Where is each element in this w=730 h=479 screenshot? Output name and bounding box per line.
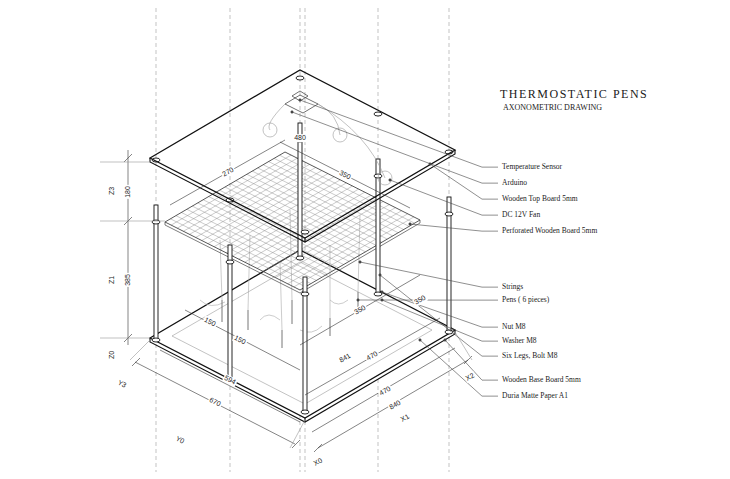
- nut: [301, 292, 309, 296]
- callout-label: Duria Matte Paper A1: [502, 392, 568, 400]
- leader-line: [420, 340, 498, 396]
- nut: [445, 212, 453, 216]
- nut: [296, 76, 304, 80]
- callout-label: Temperature Sensor: [502, 163, 562, 171]
- perforation-line: [257, 198, 377, 268]
- leader-dot: [291, 111, 293, 113]
- leader-line: [382, 292, 498, 327]
- leader-dot: [429, 163, 431, 165]
- leader-dot: [381, 299, 383, 301]
- perforation-line: [263, 201, 383, 271]
- leader-dot: [444, 339, 446, 341]
- callout-label: Strings: [502, 283, 523, 291]
- leader-line: [382, 300, 498, 341]
- washer: [152, 338, 160, 342]
- dimension-label: 385: [124, 273, 132, 287]
- dimension-label: X1: [399, 412, 412, 424]
- dimension-label: Y3: [116, 378, 129, 390]
- dimension-label: 270: [220, 165, 236, 179]
- leader-line: [390, 180, 498, 215]
- dimension-label: 480: [293, 134, 307, 142]
- washer: [296, 256, 304, 260]
- dimension-label: 180: [124, 185, 132, 199]
- callout-label: DC 12V Fan: [502, 211, 540, 219]
- dimension-label: 350: [412, 293, 428, 307]
- bolt-leg: [298, 123, 302, 258]
- leader-line: [430, 164, 498, 199]
- bolt-leg: [154, 205, 158, 340]
- title: THERMOSTATIC PENS: [500, 88, 648, 101]
- nut: [226, 260, 234, 264]
- callout-label: Wooden Base Board 5mm: [502, 376, 581, 384]
- leader-dot: [359, 261, 361, 263]
- bolt-leg: [447, 197, 451, 332]
- perforation-line: [288, 214, 408, 284]
- dimension-label: 670: [207, 395, 223, 408]
- callout-label: Washer M8: [502, 337, 537, 345]
- perforation-line: [245, 192, 365, 262]
- axis-line: [230, 8, 231, 472]
- leader-dot: [389, 179, 391, 181]
- callout-label: Pens ( 6 pieces): [502, 296, 549, 304]
- dimension-label: Z1: [108, 275, 116, 285]
- bolt-leg: [228, 245, 232, 380]
- leader-line: [410, 224, 498, 231]
- dimension-label: X0: [312, 456, 325, 468]
- dimension-label: Z3: [108, 186, 116, 196]
- dimension-label: Z0: [108, 350, 116, 360]
- callout-label: Wooden Top Board 5mm: [502, 195, 578, 203]
- leader-dot: [419, 339, 421, 341]
- dimension-label: X2: [464, 371, 477, 383]
- dimension-label: 470: [377, 384, 393, 398]
- nut: [152, 220, 160, 224]
- nut: [374, 112, 382, 116]
- leader-line: [292, 112, 498, 183]
- nut: [301, 230, 309, 234]
- leader-dot: [357, 299, 359, 301]
- dimension-label: Y0: [174, 434, 187, 446]
- leader-dot: [299, 99, 301, 101]
- callout-label: Perforated Wooden Board 5mm: [502, 227, 597, 235]
- perforation-line: [251, 195, 371, 265]
- leader-dot: [409, 223, 411, 225]
- perforation-line: [294, 217, 414, 287]
- leader-line: [360, 262, 498, 287]
- leader-line: [380, 275, 498, 356]
- subtitle: AXONOMETRIC DRAWING: [503, 104, 602, 113]
- leader-line: [300, 100, 498, 167]
- washer: [301, 410, 309, 414]
- callout-label: Arduino: [502, 179, 527, 187]
- dimension-label: 840: [387, 398, 403, 412]
- leader-dot: [381, 291, 383, 293]
- leader-dot: [379, 274, 381, 276]
- callout-label: Six Legs, Bolt M8: [502, 352, 557, 360]
- callout-label: Nut M8: [502, 323, 526, 331]
- bolt-leg: [303, 277, 307, 412]
